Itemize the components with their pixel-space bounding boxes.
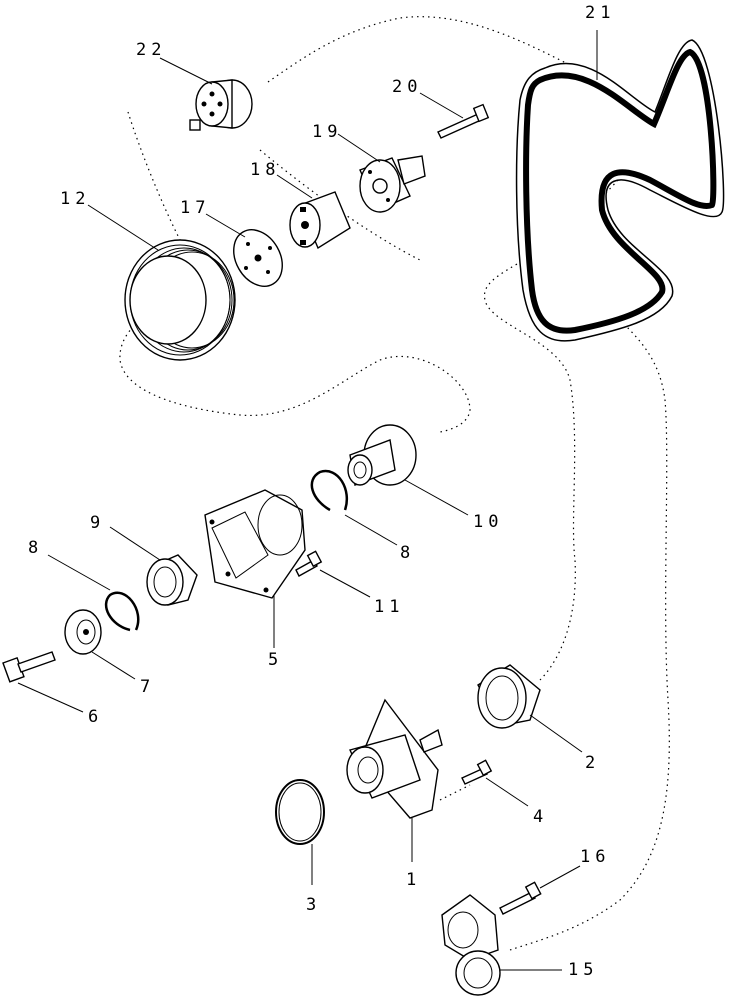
snap-ring-part-8-upper[interactable] <box>310 469 348 512</box>
callout-18: 18 <box>250 160 280 180</box>
hub-part-18[interactable] <box>289 191 351 250</box>
callout-11: 11 <box>374 597 404 617</box>
callout-8-lower: 8 <box>28 538 43 558</box>
callout-5: 5 <box>268 650 283 670</box>
callout-4: 4 <box>533 807 548 827</box>
bolt-part-11[interactable] <box>295 550 323 577</box>
bolt-part-16[interactable] <box>499 881 542 915</box>
crank-pulley-part-12[interactable] <box>124 239 236 361</box>
callout-9: 9 <box>90 513 105 533</box>
callout-2: 2 <box>585 753 600 773</box>
belt-part-21[interactable] <box>515 39 725 342</box>
bolt-part-4[interactable] <box>461 759 493 785</box>
spindle-part-10[interactable] <box>347 424 417 486</box>
callout-20: 20 <box>392 77 422 97</box>
callout-21: 21 <box>585 3 615 23</box>
callout-12: 12 <box>60 189 90 209</box>
callout-17: 17 <box>180 198 210 218</box>
belt-tensioner-part-15[interactable] <box>441 894 501 996</box>
callout-22: 22 <box>136 40 166 60</box>
idler-pulley-part-22[interactable] <box>189 79 253 131</box>
idler-part-2[interactable] <box>477 664 541 729</box>
callout-6: 6 <box>88 707 103 727</box>
bearing-part-9[interactable] <box>146 554 198 606</box>
o-ring-part-3[interactable] <box>275 779 325 845</box>
bolt-part-20[interactable] <box>437 103 490 139</box>
water-pump-part-1[interactable] <box>346 698 443 819</box>
callout-3: 3 <box>306 895 321 915</box>
housing-part-5[interactable] <box>204 489 306 599</box>
bolt-part-6[interactable] <box>2 651 56 683</box>
callout-7: 7 <box>140 677 155 697</box>
spacer-plate-part-17[interactable] <box>224 221 292 295</box>
snap-ring-part-8-lower[interactable] <box>104 591 140 632</box>
washer-part-7[interactable] <box>64 609 102 655</box>
callout-10: 10 <box>473 512 503 532</box>
callout-19: 19 <box>312 122 342 142</box>
callout-8-upper: 8 <box>400 543 415 563</box>
flange-shaft-part-19[interactable] <box>359 155 426 213</box>
callout-1: 1 <box>406 870 421 890</box>
callout-15: 15 <box>568 960 598 980</box>
callout-16: 16 <box>580 847 610 867</box>
